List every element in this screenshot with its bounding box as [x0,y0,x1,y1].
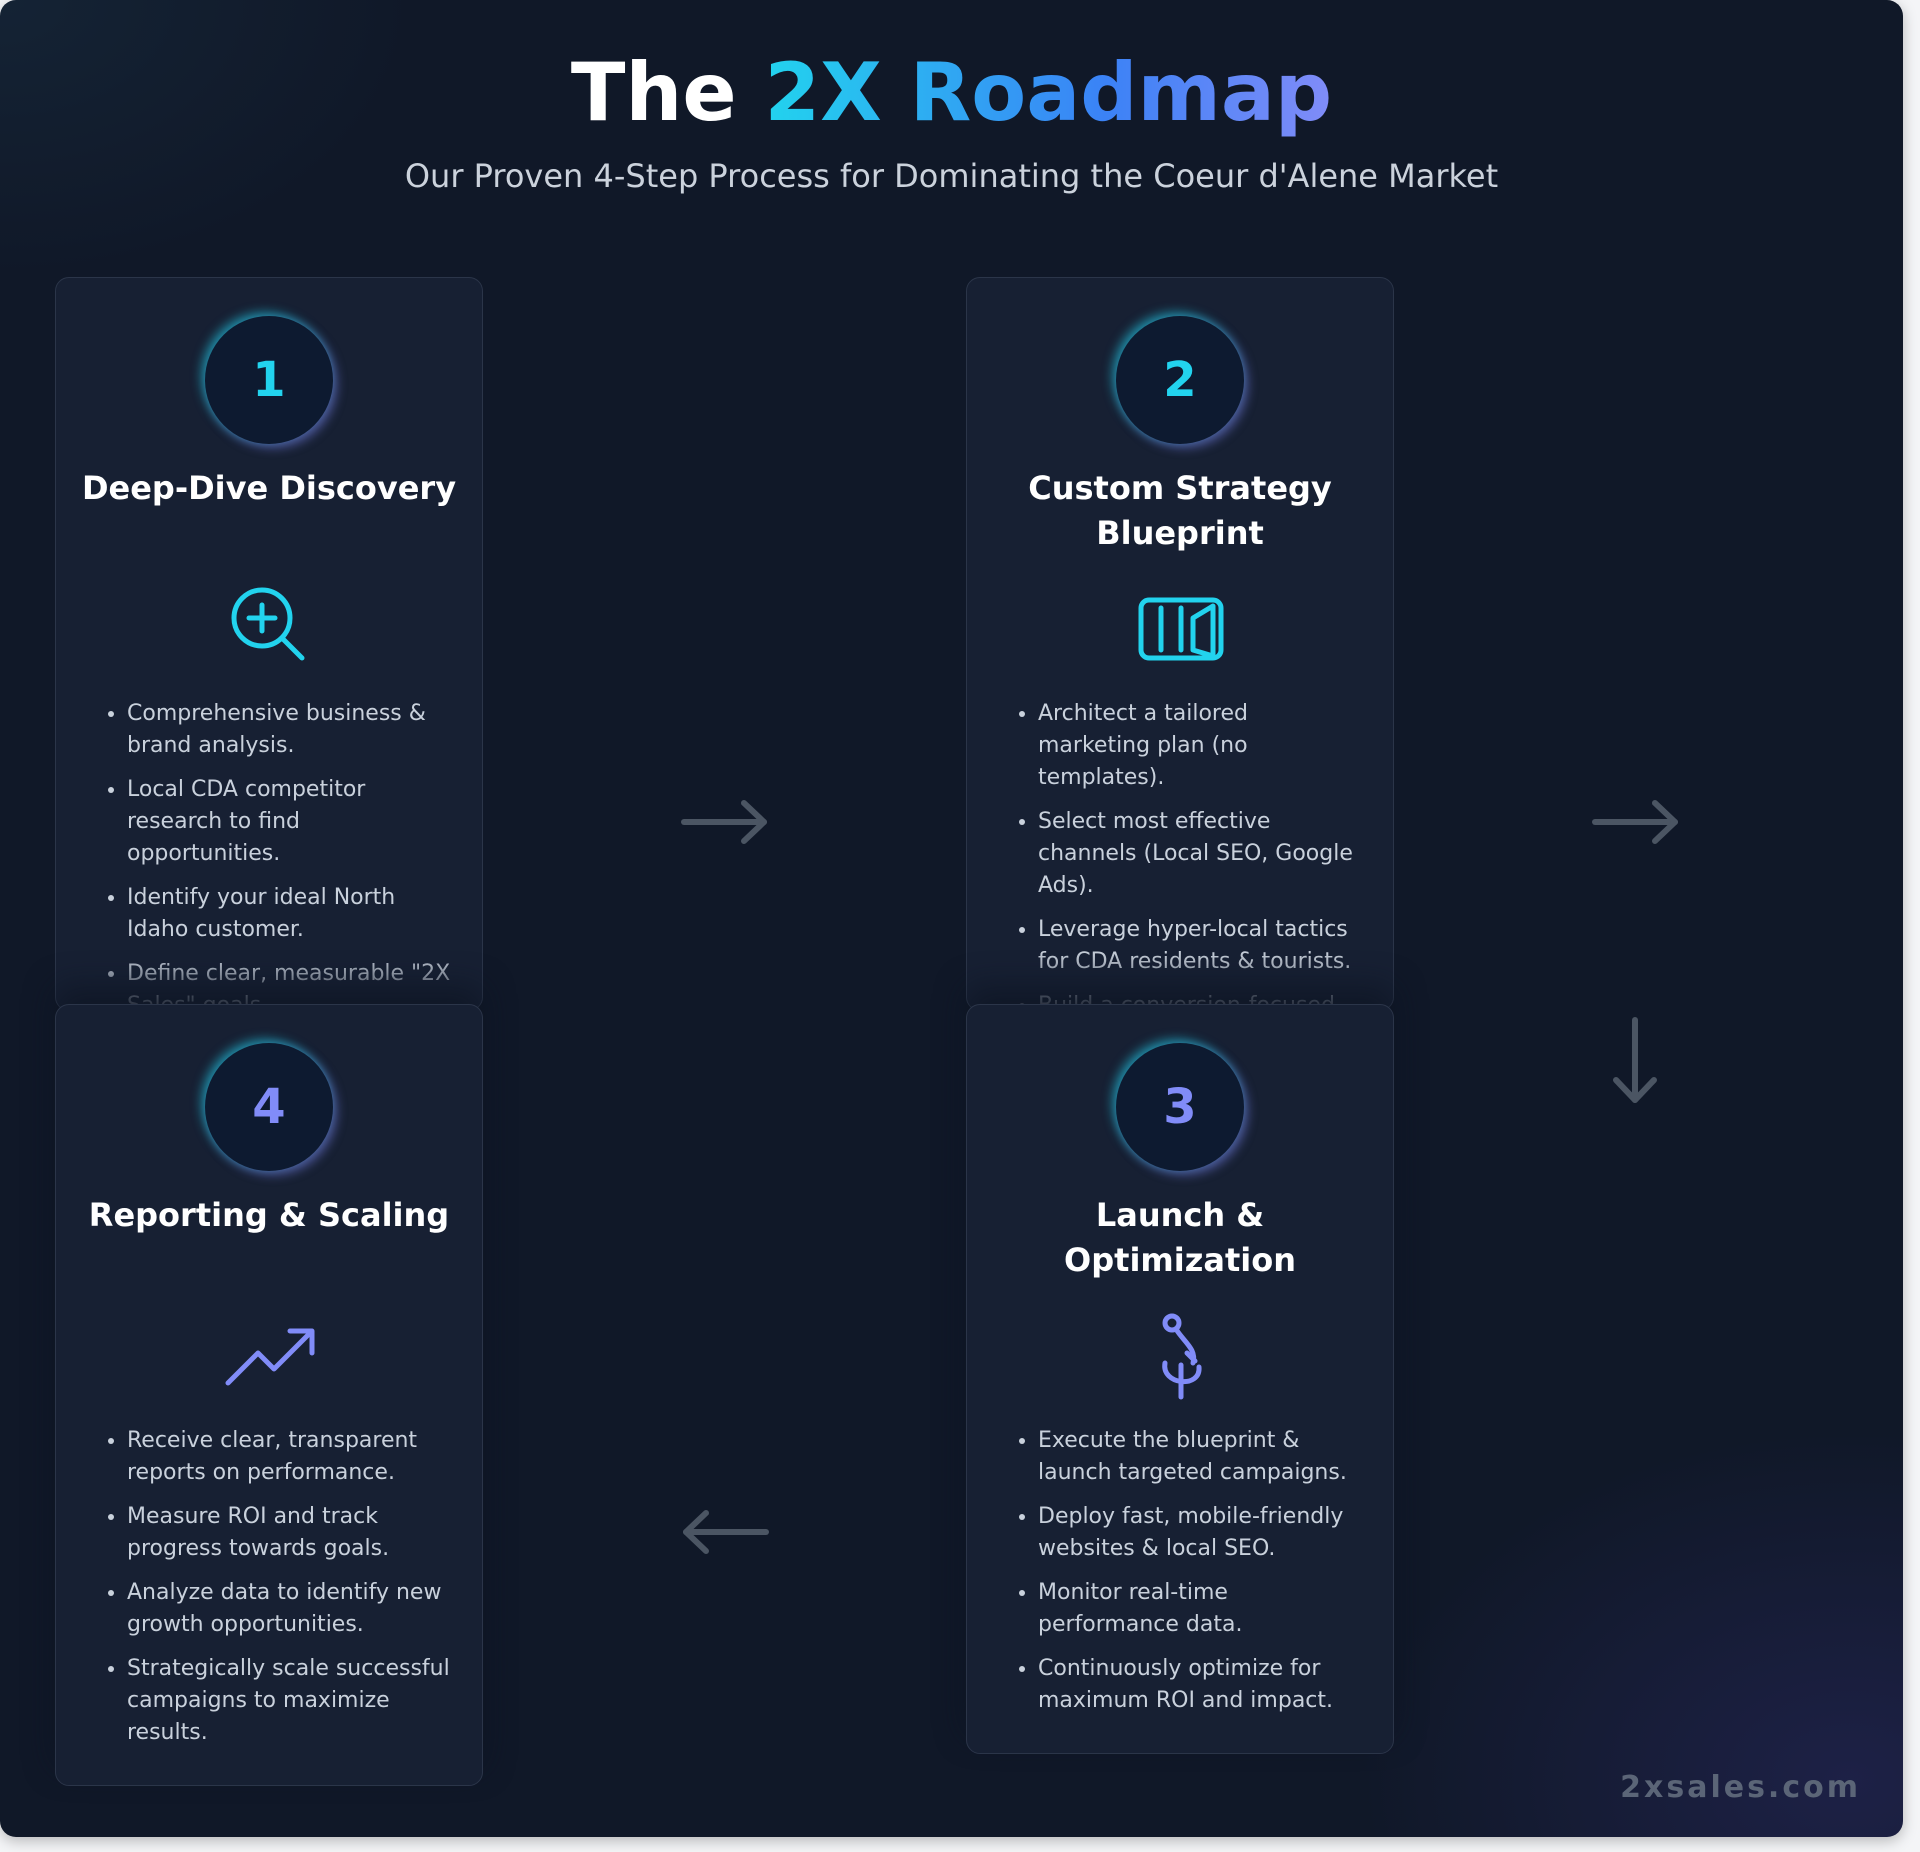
step-item-list: Comprehensive business & brand analysis.… [101,698,454,1010]
list-item: Receive clear, transparent reports on pe… [127,1425,454,1489]
list-item: Identify your ideal North Idaho customer… [127,882,454,946]
step-number-badge: 1 [205,316,333,444]
title-prefix: The [570,46,765,139]
step-card-4: 4 Reporting & Scaling Receive clear, tra… [55,1004,483,1786]
page-title: The 2X Roadmap [0,45,1903,140]
arrow-right-icon [680,777,770,867]
arrow-right-icon [1591,777,1681,867]
trend-up-icon [220,1305,320,1405]
list-item: Execute the blueprint & launch targeted … [1038,1425,1365,1489]
step-number-badge: 4 [205,1043,333,1171]
step-title: Reporting & Scaling [88,1196,450,1234]
page-subtitle: Our Proven 4-Step Process for Dominating… [404,157,1499,195]
list-item: Select most effective channels (Local SE… [1038,806,1365,902]
list-item: Leverage hyper-local tactics for CDA res… [1038,914,1365,978]
arrow-left-icon [680,1487,770,1577]
rocket-icon [1131,1305,1231,1405]
step-title: Custom Strategy Blueprint [1028,469,1332,552]
blueprint-map-icon [1131,578,1231,678]
list-item: Local CDA competitor research to find op… [127,774,454,870]
title-highlight: 2X Roadmap [764,46,1333,139]
step-card-1: 1 Deep-Dive Discovery Comprehensive busi… [55,277,483,1011]
step-card-2: 2 Custom Strategy Blueprint Architect a … [966,277,1394,1011]
list-item: Analyze data to identify new growth oppo… [127,1577,454,1641]
list-item: Continuously optimize for maximum ROI an… [1038,1653,1365,1717]
magnifier-plus-icon [220,578,320,678]
step-item-list: Architect a tailored marketing plan (no … [1012,698,1365,1010]
step-item-list: Execute the blueprint & launch targeted … [1012,1425,1365,1729]
brand-watermark: 2xsales.com [1620,1770,1861,1805]
step-number-badge: 3 [1116,1043,1244,1171]
list-item: Comprehensive business & brand analysis. [127,698,454,762]
list-item: Architect a tailored marketing plan (no … [1038,698,1365,794]
step-item-list: Receive clear, transparent reports on pe… [101,1425,454,1761]
step-title: Launch & Optimization [1064,1196,1296,1279]
list-item: Deploy fast, mobile-friendly websites & … [1038,1501,1365,1565]
step-title: Deep-Dive Discovery [81,469,457,507]
list-item: Monitor real-time performance data. [1038,1577,1365,1641]
step-card-3: 3 Launch & Optimization Execute the blue… [966,1004,1394,1754]
list-item: Strategically scale successful campaigns… [127,1653,454,1749]
list-item: Measure ROI and track progress towards g… [127,1501,454,1565]
arrow-down-icon [1590,1016,1680,1106]
step-number-badge: 2 [1116,316,1244,444]
